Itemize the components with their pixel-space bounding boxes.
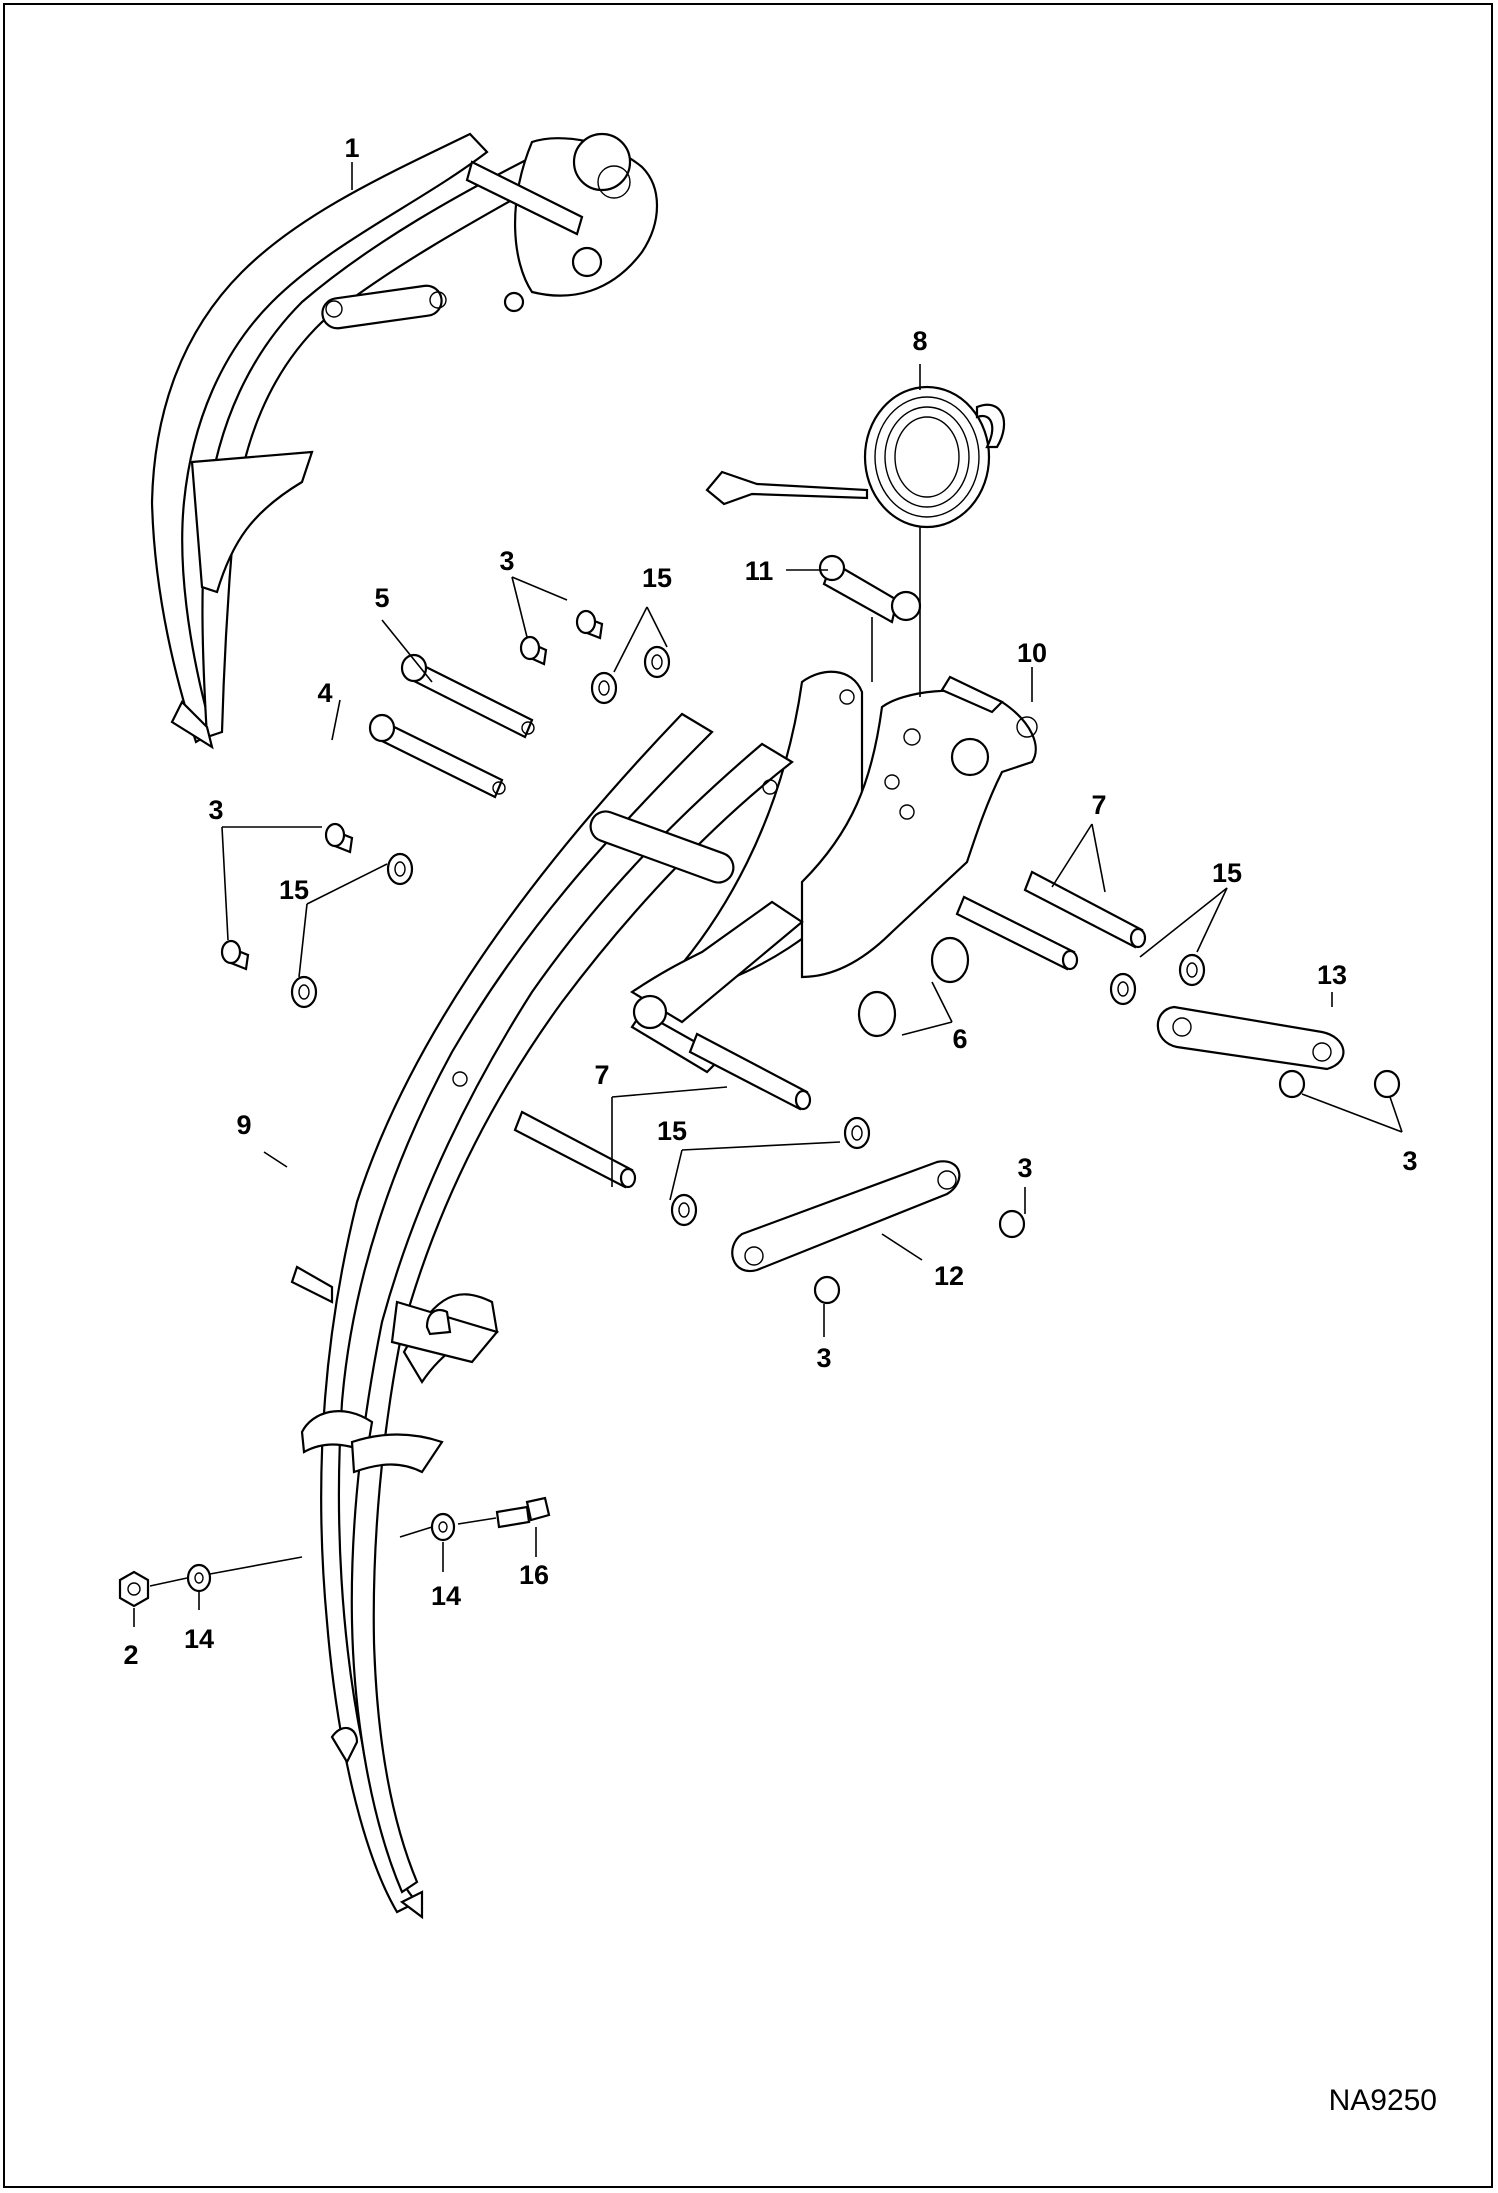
part-3-bolts-small: [813, 1069, 1401, 1305]
callout-3-left: 3: [208, 795, 223, 825]
callout-labels: 1 8 11 10 3 15 5 4 3 15 7 15 13 6 3 7 15…: [123, 133, 1417, 1670]
callout-15-right: 15: [1212, 858, 1242, 888]
callout-16: 16: [519, 1560, 549, 1590]
callout-14-right: 14: [431, 1581, 461, 1611]
callout-14-left: 14: [184, 1624, 214, 1654]
part-15-washers: [290, 645, 1206, 1227]
part-3-bolt-left-a: [324, 822, 354, 854]
diagram-frame: 1 8 11 10 3 15 5 4 3 15 7 15 13 6 3 7 15…: [3, 3, 1493, 2188]
callout-15-top: 15: [642, 563, 672, 593]
callout-7-right: 7: [1091, 790, 1106, 820]
callout-13: 13: [1317, 960, 1347, 990]
part-5-pin: [400, 653, 535, 739]
callout-8: 8: [912, 326, 927, 356]
callout-5: 5: [374, 583, 389, 613]
part-6-rings: [857, 936, 970, 1038]
figure-code: NA9250: [1328, 2084, 1437, 2117]
part-12-link: [731, 1160, 961, 1273]
part-16-bolt: [495, 1496, 551, 1529]
part-4-pin: [368, 713, 506, 799]
part-14-washers: [186, 1512, 456, 1593]
callout-9: 9: [236, 1110, 251, 1140]
callout-6: 6: [952, 1024, 967, 1054]
callout-2: 2: [123, 1640, 138, 1670]
part-2-nut: [118, 1570, 150, 1608]
part-9-main-boom: [290, 712, 804, 1920]
callout-15-left: 15: [279, 875, 309, 905]
callout-3-bottom: 3: [816, 1343, 831, 1373]
callout-12: 12: [934, 1261, 964, 1291]
callout-4: 4: [317, 678, 332, 708]
leader-lines: [133, 162, 1403, 1627]
part-3-bolt-top-b: [519, 635, 548, 666]
callout-3-top: 3: [499, 546, 514, 576]
part-13-link: [1156, 1005, 1345, 1071]
callout-7-mid: 7: [594, 1060, 609, 1090]
part-1-boom-arm: [150, 132, 659, 750]
part-3-bolt-left-b: [220, 939, 250, 971]
callout-15-mid: 15: [657, 1116, 687, 1146]
callout-3-right: 3: [1402, 1146, 1417, 1176]
part-11-bushing: [818, 554, 922, 624]
callout-10: 10: [1017, 638, 1047, 668]
part-3-bolt-top-a: [575, 609, 604, 640]
part-8-spring: [705, 385, 1006, 529]
part-7-pins: [513, 870, 1147, 1189]
callout-3-link: 3: [1017, 1153, 1032, 1183]
callout-1: 1: [344, 133, 359, 163]
callout-11: 11: [745, 556, 774, 586]
parts-diagram: 1 8 11 10 3 15 5 4 3 15 7 15 13 6 3 7 15…: [118, 132, 1418, 1920]
